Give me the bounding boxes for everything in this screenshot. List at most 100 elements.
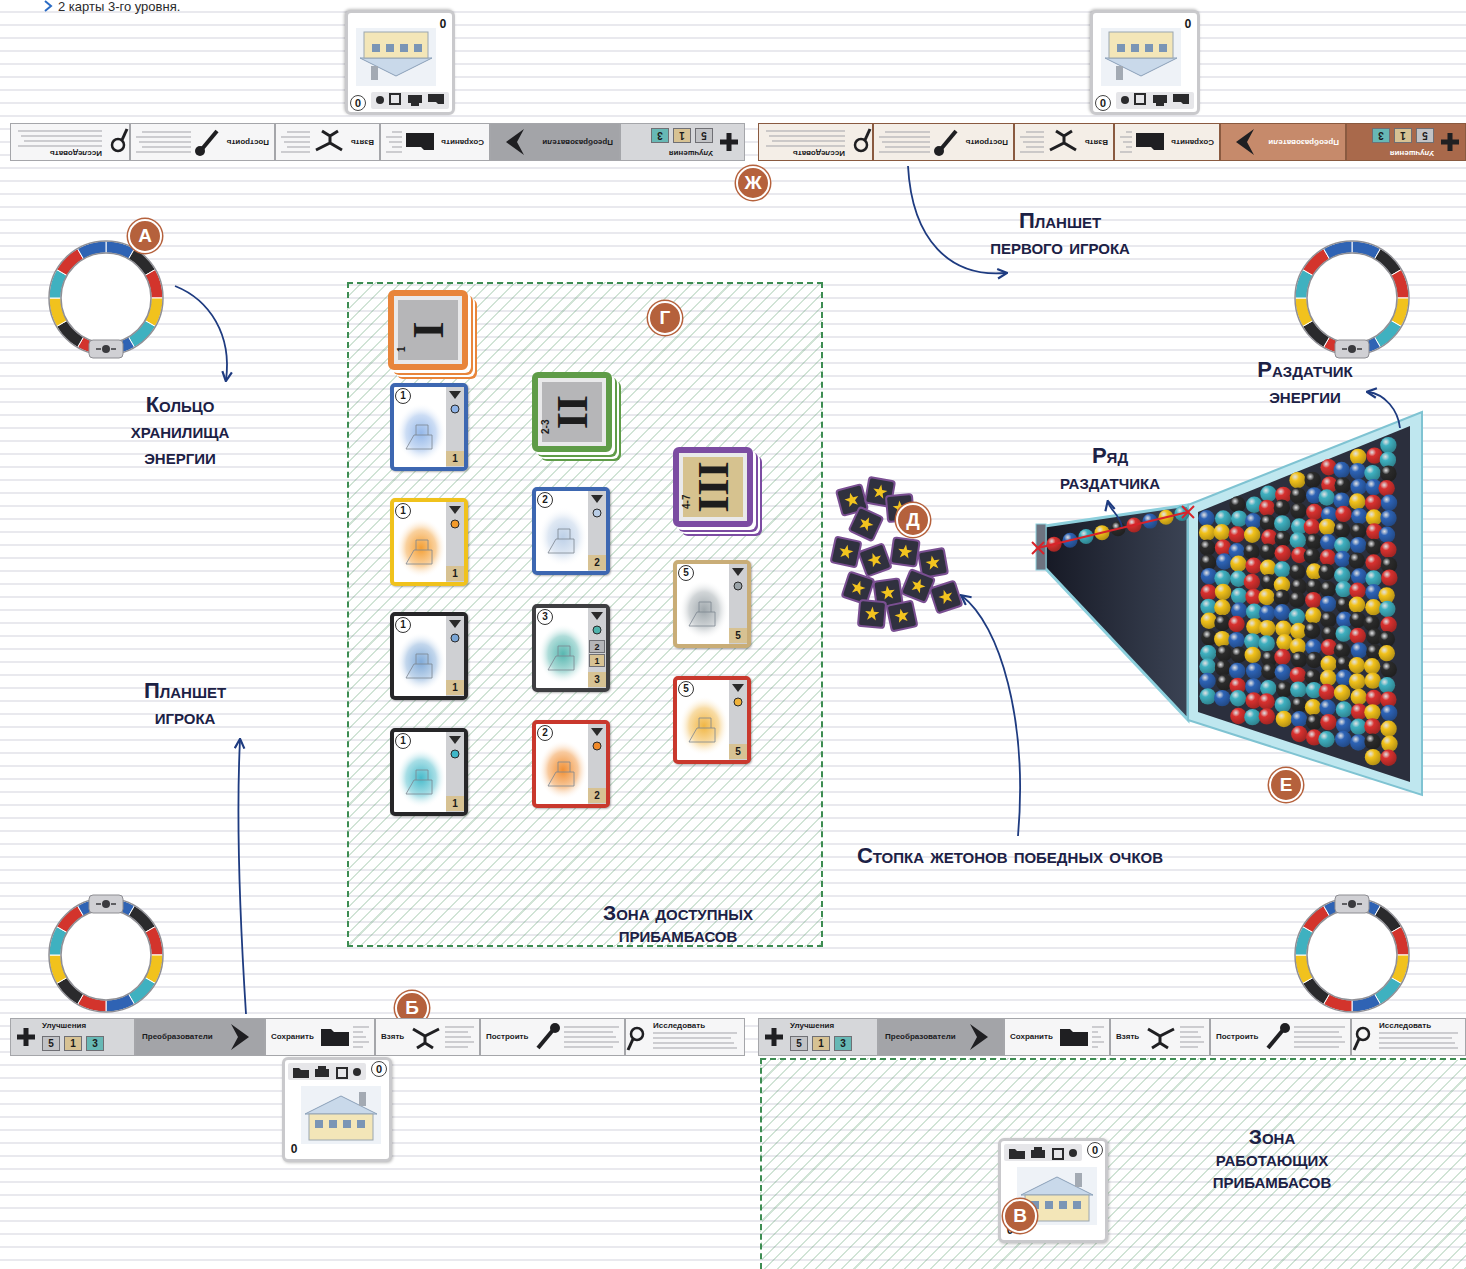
energy-ball xyxy=(1378,480,1394,496)
energy-ball xyxy=(1349,552,1365,568)
energy-ball xyxy=(1351,689,1367,705)
action-name: Улучшения xyxy=(1390,148,1434,158)
fine-print-line xyxy=(139,142,191,143)
callout-circle: Д xyxy=(896,503,930,537)
illustration-shape xyxy=(102,345,110,353)
card-number: 2 xyxy=(589,640,605,653)
illustration-shape xyxy=(102,900,110,908)
energy-ball xyxy=(1380,750,1396,766)
illustration-shape xyxy=(396,748,446,808)
illustration-shape xyxy=(446,616,464,696)
illustration-shape xyxy=(451,520,459,528)
energy-ball xyxy=(1320,670,1336,686)
cost-number: 3 xyxy=(86,1036,104,1051)
fine-print-line xyxy=(1092,1027,1104,1028)
action-name: Сохранить xyxy=(271,1032,314,1042)
fine-print-line xyxy=(353,1037,366,1038)
energy-ball xyxy=(1274,589,1290,605)
fine-print-line xyxy=(564,1047,613,1048)
board-segment xyxy=(1221,124,1346,161)
fine-print-line xyxy=(1294,1032,1339,1033)
illustration-shape xyxy=(1053,1149,1063,1159)
energy-ball xyxy=(1290,667,1306,683)
claw-icon xyxy=(1050,131,1076,150)
board-segment xyxy=(131,124,275,161)
energy-ball xyxy=(1350,449,1366,465)
illustration-shape xyxy=(449,391,461,399)
illustration-shape xyxy=(1131,44,1139,52)
illustration-shape xyxy=(1009,1149,1025,1159)
energy-ball xyxy=(1199,539,1215,555)
gadget-card: 55 xyxy=(673,676,751,764)
callout-circle: А xyxy=(128,219,162,253)
illustration-shape xyxy=(406,770,432,794)
energy-ball xyxy=(1379,527,1395,543)
card-number: 1 xyxy=(446,451,464,466)
gadget-card: 22 xyxy=(532,487,610,575)
vp-token xyxy=(858,600,886,628)
energy-ball xyxy=(1290,681,1306,697)
wrench-icon xyxy=(934,146,944,156)
energy-ball xyxy=(1199,524,1215,540)
action-name: Сохранить xyxy=(1171,137,1214,147)
deck-level-numeral: I xyxy=(394,296,462,364)
fine-print-line xyxy=(392,132,402,133)
energy-ball xyxy=(1290,532,1306,548)
plus-icon xyxy=(720,133,738,151)
energy-ball xyxy=(1231,647,1247,663)
illustration-shape xyxy=(858,600,886,628)
energy-ball xyxy=(1319,700,1335,716)
deck-level-numeral: II xyxy=(538,378,606,446)
illustration-shape xyxy=(396,632,446,692)
energy-ball xyxy=(1259,605,1275,621)
energy-ball xyxy=(1365,599,1381,615)
card-number: 2 xyxy=(537,725,553,741)
fine-print-line xyxy=(772,141,845,142)
energy-ball xyxy=(1275,531,1291,547)
action-name: Сохранить xyxy=(441,137,484,147)
energy-ball xyxy=(1244,527,1260,543)
fine-print-line xyxy=(1180,1047,1198,1048)
card-number: 5 xyxy=(729,744,747,759)
zone-label: Зона доступных прибамбасов xyxy=(553,902,803,946)
wrench-icon xyxy=(1268,1030,1283,1048)
magnifier-icon xyxy=(122,129,127,140)
action-name: Построить xyxy=(227,137,269,147)
illustration-shape xyxy=(689,718,715,742)
energy-ball xyxy=(1381,569,1397,585)
fine-print-line xyxy=(353,1032,363,1033)
energy-ball xyxy=(1334,685,1350,701)
illustration-shape xyxy=(428,94,444,104)
energy-ball xyxy=(1231,510,1247,526)
illustration-shape xyxy=(301,1086,381,1144)
gadget-card: 55 xyxy=(673,560,751,648)
energy-ball xyxy=(1335,731,1351,747)
energy-ball xyxy=(1258,693,1274,709)
illustration-shape xyxy=(548,529,574,553)
energy-ball xyxy=(1215,660,1231,676)
energy-ball xyxy=(1349,612,1365,628)
illustration-shape xyxy=(1153,95,1167,106)
wrench-icon xyxy=(941,131,956,149)
energy-ball xyxy=(1319,684,1335,700)
fine-print-line xyxy=(1123,142,1132,143)
illustration-shape xyxy=(864,606,879,621)
fine-print-line xyxy=(386,152,402,153)
energy-ball xyxy=(1305,699,1321,715)
gadget-card: 22 xyxy=(532,720,610,808)
claw-icon xyxy=(1148,1029,1174,1048)
energy-ball xyxy=(1351,508,1367,524)
board-art xyxy=(10,123,745,161)
illustration-shape xyxy=(734,582,742,590)
fine-print-line xyxy=(1180,1042,1204,1043)
fine-print-line xyxy=(142,132,191,133)
energy-ball xyxy=(1230,708,1246,724)
row-measure-end xyxy=(1032,542,1044,554)
card-number: 1 xyxy=(395,503,411,519)
illustration-shape xyxy=(689,602,715,626)
card-number: 3 xyxy=(588,672,606,687)
energy-ball xyxy=(1334,522,1350,538)
player-board: Улучшения513ПреобразователиСохранитьВзят… xyxy=(10,123,745,161)
energy-ring xyxy=(49,895,163,1012)
illustration-shape xyxy=(61,253,151,343)
